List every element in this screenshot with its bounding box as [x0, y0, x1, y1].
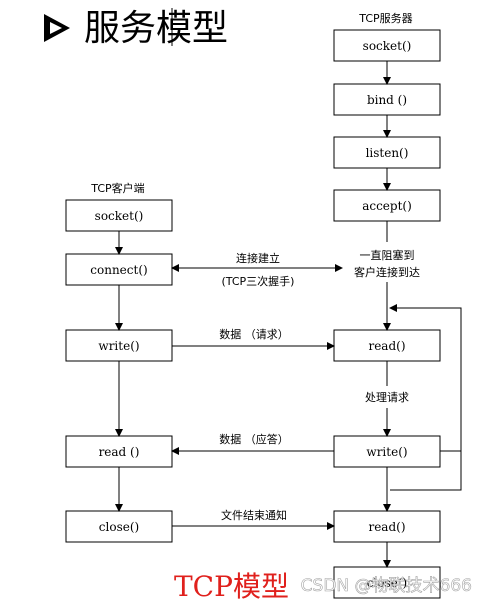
- eof-label: 文件结束通知: [221, 508, 287, 522]
- server-accept-label: accept(): [362, 199, 412, 213]
- server-read-label: read(): [368, 339, 405, 353]
- client-write-label: write(): [98, 339, 139, 353]
- process-note: 处理请求: [365, 391, 409, 404]
- server-write-label: write(): [366, 445, 407, 459]
- server-column: socket() bind () listen() accept() read(…: [333, 29, 462, 599]
- client-write-box: [65, 329, 173, 362]
- client-close-box: [65, 510, 173, 543]
- client-close-label: close(): [99, 520, 139, 534]
- handshake-label-1: 连接建立: [236, 251, 280, 265]
- diagram-caption: TCP模型: [174, 570, 289, 603]
- client-read-label: read (): [99, 445, 140, 459]
- client-column: socket() connect() write() read () close…: [65, 199, 173, 543]
- client-socket-label: socket(): [95, 209, 144, 223]
- server-heading: TCP服务器: [358, 12, 412, 25]
- server-socket-box: [333, 29, 441, 62]
- csdn-watermark: CSDN @物联技术666: [301, 576, 472, 596]
- title-group: 服务模型: [44, 8, 228, 49]
- handshake-label-2: (TCP三次握手): [222, 274, 295, 288]
- client-connect-label: connect(): [90, 263, 147, 277]
- server-bind-label: bind (): [367, 93, 407, 107]
- block-note-line1: 一直阻塞到: [360, 248, 415, 262]
- page-title: 服务模型: [84, 8, 228, 49]
- server-read2-box: [333, 510, 441, 543]
- client-read-box: [65, 435, 173, 468]
- server-read2-label: read(): [368, 520, 405, 534]
- server-socket-label: socket(): [363, 39, 412, 53]
- server-close-box: [333, 566, 441, 599]
- message-arrows: 连接建立 (TCP三次握手) 数据 （请求） 数据 （应答） 文件结束通知: [171, 251, 343, 530]
- server-listen-box: [333, 136, 441, 169]
- server-close-label: close(): [367, 576, 407, 590]
- loop-line-back: [389, 304, 462, 490]
- reply-label: 数据 （应答）: [219, 432, 289, 446]
- request-label: 数据 （请求）: [219, 327, 289, 341]
- block-note-line2: 客户连接到达: [354, 265, 420, 279]
- client-heading: TCP客户端: [90, 181, 144, 195]
- client-socket-box: [65, 199, 173, 232]
- server-listen-label: listen(): [366, 146, 409, 160]
